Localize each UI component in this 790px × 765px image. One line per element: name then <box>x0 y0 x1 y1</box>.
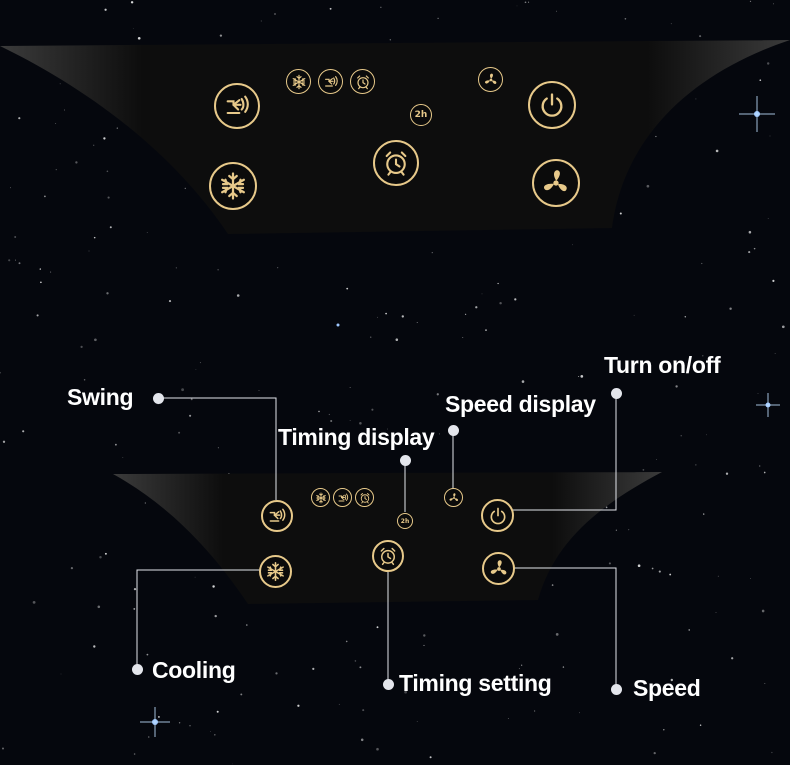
callout-label-speed: Speed <box>633 675 701 701</box>
alarm-clock-icon <box>385 151 407 176</box>
callout-dot-timing-display <box>400 455 411 466</box>
callout-label-speed-display: Speed display <box>445 391 596 417</box>
callout-dot-swing <box>153 393 164 404</box>
callout-label-turn-on-off: Turn on/off <box>604 352 721 378</box>
callout-label-cooling: Cooling <box>152 657 236 683</box>
fan-icon <box>543 170 567 192</box>
indicator-timer-badge: 2h <box>410 104 432 126</box>
speed-button[interactable] <box>532 159 580 207</box>
indicator-swing-icon <box>333 488 352 507</box>
callout-dot-speed <box>611 684 622 695</box>
power-icon <box>490 507 505 524</box>
swing-button[interactable] <box>261 500 293 532</box>
swing-button[interactable] <box>214 83 260 129</box>
top-control-panel <box>0 40 790 234</box>
timing-setting-button[interactable] <box>373 140 419 186</box>
snowflake-icon <box>220 172 246 200</box>
cooling-button[interactable] <box>209 162 257 210</box>
fan-icon <box>490 559 506 575</box>
swing-icon <box>226 95 249 115</box>
callout-label-timing-display: Timing display <box>278 424 435 450</box>
timer-badge-text: 2h <box>414 110 428 120</box>
indicator-timer-badge: 2h <box>397 513 413 529</box>
callout-dot-speed-display <box>448 425 459 436</box>
indicator-snowflake-icon <box>311 488 330 507</box>
callout-dot-cooling <box>132 664 143 675</box>
callout-label-timing-setting: Timing setting <box>399 670 552 696</box>
alarm-clock-icon <box>380 547 396 566</box>
indicator-alarm-clock-icon <box>355 488 374 507</box>
speed-button[interactable] <box>482 552 515 585</box>
callout-dot-timing-setting <box>383 679 394 690</box>
timer-badge-text: 2h <box>400 517 410 525</box>
indicator-alarm-clock-icon <box>350 69 375 94</box>
snowflake-icon <box>267 561 284 582</box>
indicator-fan-icon <box>478 67 503 92</box>
indicator-swing-icon <box>318 69 343 94</box>
power-icon <box>541 93 563 117</box>
power-button[interactable] <box>481 499 514 532</box>
power-button[interactable] <box>528 81 576 129</box>
indicator-snowflake-icon <box>286 69 311 94</box>
callout-dot-turn-on-off <box>611 388 622 399</box>
timing-setting-button[interactable] <box>372 540 404 572</box>
callout-label-swing: Swing <box>67 384 134 410</box>
swing-icon <box>269 508 286 522</box>
indicator-fan-icon <box>444 488 463 507</box>
cooling-button[interactable] <box>259 555 292 588</box>
